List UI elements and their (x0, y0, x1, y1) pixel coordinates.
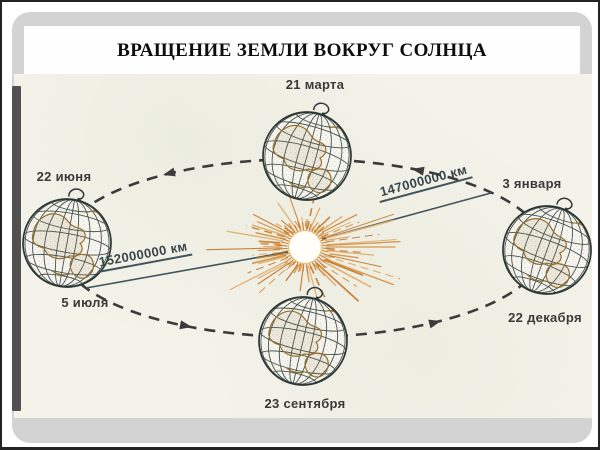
date-label-march: 21 марта (285, 77, 345, 92)
slide-title: ВРАЩЕНИЕ ЗЕМЛИ ВОКРУГ СОЛНЦА (117, 40, 487, 61)
date-label-july: 5 июля (61, 295, 109, 310)
date-label-september: 23 сентября (264, 396, 346, 411)
sun-icon (206, 193, 401, 304)
scan-edge-artifact (12, 86, 21, 411)
earth-globe-icon (489, 192, 592, 309)
orbit-diagram (14, 74, 592, 418)
distance-line-aphelion (85, 251, 289, 289)
orbit-direction-arrow-icon (163, 166, 441, 330)
earth-globe-icon (14, 183, 127, 303)
earth-globe-icon (253, 101, 362, 210)
date-label-december: 22 декабря (508, 310, 582, 325)
date-label-january: 3 января (502, 176, 562, 191)
earth-globe-icon (246, 283, 360, 398)
date-label-june: 22 июня (36, 169, 92, 184)
